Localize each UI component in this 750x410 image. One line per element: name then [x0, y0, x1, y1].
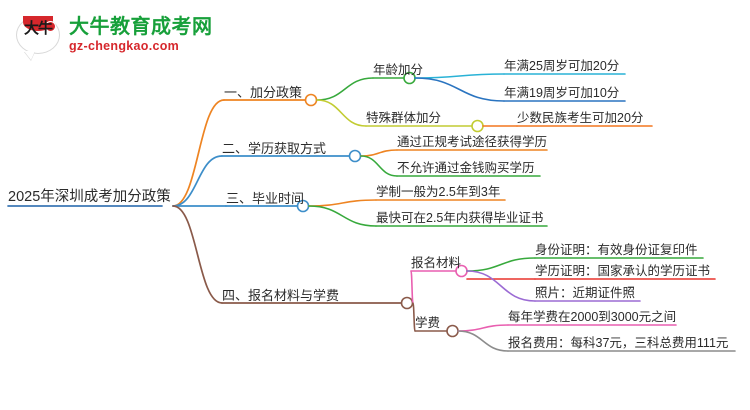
logo-url: gz-chengkao.com [69, 39, 180, 53]
branch-label-1[interactable]: 一、加分政策 [224, 85, 303, 100]
leaf-label-1-1-1[interactable]: 年满25周岁可加20分 [504, 59, 620, 73]
branch-label-4-2[interactable]: 学费 [415, 316, 441, 330]
branch-label-1-1[interactable]: 年龄加分 [373, 63, 424, 77]
leaf-label-4-2-1[interactable]: 每年学费在2000到3000元之间 [508, 310, 677, 324]
logo-bubble-icon: 大牛 [14, 12, 62, 58]
leaf-label-4-2-2[interactable]: 报名费用：每科37元，三科总费用111元 [508, 336, 729, 350]
leaf-label-1-2-1[interactable]: 少数民族考生可加20分 [517, 111, 644, 125]
leaf-label-3-1[interactable]: 学制一般为2.5年到3年 [376, 185, 501, 199]
leaf-label-1-1-2[interactable]: 年满19周岁可加10分 [504, 86, 620, 100]
leaf-label-4-1-3[interactable]: 照片：近期证件照 [535, 286, 636, 300]
branch-label-1-2[interactable]: 特殊群体加分 [366, 111, 442, 125]
root-node-label[interactable]: 2025年深圳成考加分政策 [8, 189, 171, 205]
logo-mark-text: 大牛 [23, 19, 53, 37]
branch-label-2[interactable]: 二、学历获取方式 [222, 141, 327, 156]
leaf-label-4-1-2[interactable]: 学历证明：国家承认的学历证书 [535, 264, 711, 278]
site-logo[interactable]: 大牛 大牛教育成考网 gz-chengkao.com [14, 8, 212, 62]
leaf-label-2-2[interactable]: 不允许通过金钱购买学历 [397, 161, 535, 175]
leaf-label-4-1-1[interactable]: 身份证明：有效身份证复印件 [535, 243, 698, 257]
logo-title: 大牛教育成考网 [69, 16, 213, 38]
leaf-label-3-2[interactable]: 最快可在2.5年内获得毕业证书 [376, 211, 544, 225]
branch-label-3[interactable]: 三、毕业时间 [226, 191, 305, 206]
leaf-label-2-1[interactable]: 通过正规考试途径获得学历 [397, 135, 548, 149]
branch-label-4[interactable]: 四、报名材料与学费 [222, 288, 340, 303]
branch-label-4-1[interactable]: 报名材料 [411, 256, 462, 270]
